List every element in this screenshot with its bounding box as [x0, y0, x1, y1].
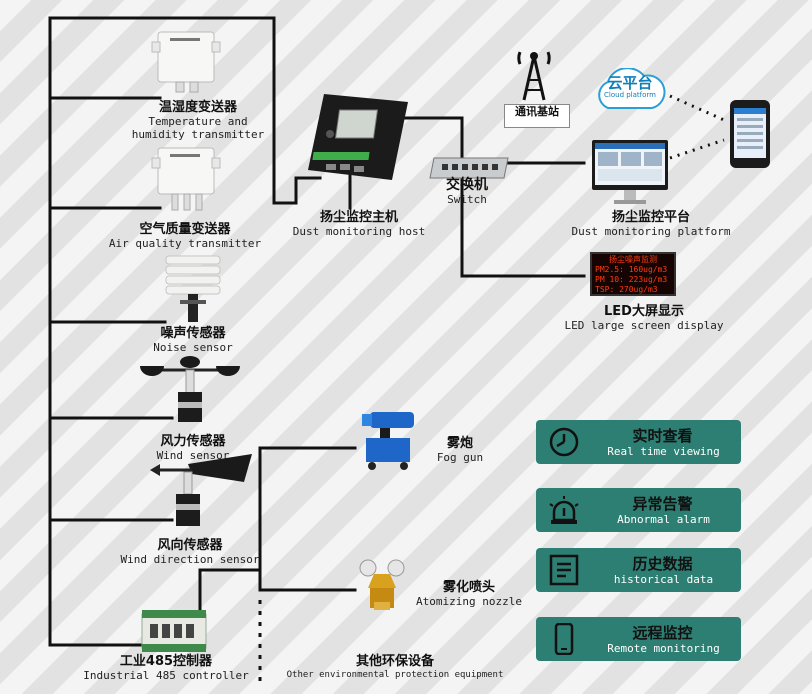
led-line-title: 扬尘噪声监测 [609, 255, 657, 264]
led-line-pm25: PM2.5: 160ug/m3 [595, 265, 668, 274]
feature-title-history: 历史数据 [632, 555, 693, 573]
wind-speed-label: 风力传感器 [160, 434, 226, 449]
air-quality-label: 空气质量变送器 [139, 222, 231, 237]
antenna-icon [517, 51, 551, 101]
feature-en-remote: Remote monitoring [607, 642, 720, 655]
platform-en: Dust monitoring platform [571, 225, 731, 238]
switch-device [429, 157, 509, 179]
feature-panel-realtime: 实时查看 Real time viewing [536, 420, 741, 464]
nozzle-label: 雾化喷头 [442, 580, 495, 595]
nozzle-en: Atomizing nozzle [416, 595, 522, 608]
controller-en: Industrial 485 controller [83, 669, 249, 682]
feature-title-realtime: 实时查看 [632, 427, 693, 445]
wind-direction-label: 风向传感器 [157, 538, 223, 553]
dust-host-device [308, 94, 408, 180]
smartphone-device [730, 100, 770, 168]
feature-en-alarm: Abnormal alarm [617, 513, 710, 526]
dust-host-label: 扬尘监控主机 [319, 210, 398, 225]
fog-gun-device [362, 412, 414, 470]
dust-host-en: Dust monitoring host [292, 225, 426, 238]
led-en: LED large screen display [564, 319, 724, 332]
cloud-en: Cloud platform [604, 91, 656, 99]
clock-icon [549, 427, 579, 457]
alarm-icon [549, 496, 579, 524]
air-quality-en: Air quality transmitter [108, 237, 262, 250]
switch-label: 交换机 [446, 177, 488, 193]
wind-speed-en: Wind sensor [156, 449, 230, 462]
air-quality-device [151, 147, 221, 211]
controller-485-device [141, 610, 207, 652]
feature-title-alarm: 异常告警 [632, 495, 693, 513]
cloud-label: 云平台 [607, 74, 653, 92]
feature-panel-alarm: 异常告警 Abnormal alarm [536, 488, 741, 532]
noise-sensor-en: Noise sensor [153, 341, 233, 354]
data-icon [549, 554, 579, 586]
platform-label: 扬尘监控平台 [611, 210, 690, 225]
noise-sensor-device [165, 255, 221, 322]
monitor-device [592, 140, 668, 204]
wind-speed-sensor-device [140, 356, 240, 422]
led-label: LED大屏显示 [604, 304, 684, 319]
feature-panel-history: 历史数据 historical data [536, 548, 741, 592]
temp-humidity-device [151, 31, 221, 93]
fog-gun-label: 雾炮 [446, 436, 473, 451]
controller-label: 工业485控制器 [119, 654, 213, 669]
base-station-label: 通讯基站 [515, 105, 559, 118]
feature-en-realtime: Real time viewing [607, 445, 720, 458]
feature-panel-remote: 远程监控 Remote monitoring [536, 617, 741, 661]
phone-icon [554, 623, 574, 655]
led-line-tsp: TSP: 270ug/m3 [595, 285, 658, 294]
fog-gun-en: Fog gun [436, 451, 484, 464]
temp-humidity-en-line1: Temperature and [148, 115, 248, 128]
led-screen: 扬尘噪声监测 PM2.5: 160ug/m3 PM 10: 223ug/m3 T… [590, 252, 676, 296]
nozzle-device [359, 559, 405, 610]
noise-sensor-label: 噪声传感器 [160, 326, 226, 341]
feature-title-remote: 远程监控 [632, 624, 693, 642]
other-equipment-en: Other environmental protection equipment [286, 670, 504, 680]
temp-humidity-label: 温湿度变送器 [158, 100, 237, 115]
other-equipment-label: 其他环保设备 [355, 654, 434, 669]
temp-humidity-en-line2: humidity transmitter [131, 128, 265, 141]
wind-direction-en: Wind direction sensor [120, 553, 260, 566]
led-line-pm10: PM 10: 223ug/m3 [595, 275, 668, 284]
wind-direction-sensor-device [150, 454, 252, 526]
feature-en-history: historical data [613, 573, 714, 586]
switch-en: Switch [447, 193, 487, 206]
cloud-icon [598, 68, 666, 109]
